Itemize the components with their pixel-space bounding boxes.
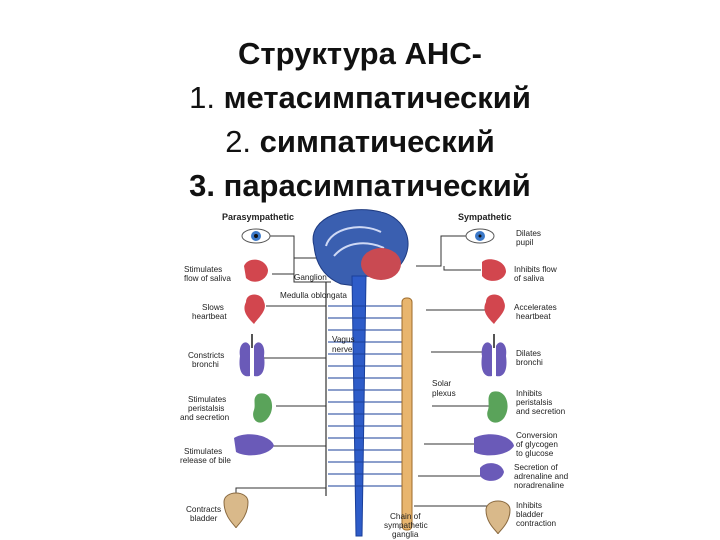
ganglion-label: Ganglion xyxy=(294,273,327,282)
right-stomach-icon xyxy=(487,391,508,423)
medulla-label: Medulla oblongata xyxy=(280,291,347,300)
left-label: heartbeat xyxy=(192,312,227,321)
title-line-3: 2. симпатический xyxy=(0,120,720,164)
solar-label-1: Solar xyxy=(432,379,451,388)
right-label: Secretion of xyxy=(514,463,558,472)
right-label: of saliva xyxy=(514,274,544,283)
nerve-lines xyxy=(235,235,506,507)
right-label: Conversion xyxy=(516,431,558,440)
right-liver-icon xyxy=(474,434,514,456)
right-label: pupil xyxy=(516,238,533,247)
left-labels: Stimulates flow of saliva Slows heartbea… xyxy=(180,265,231,523)
right-label: Inhibits xyxy=(516,389,542,398)
left-label: bronchi xyxy=(192,360,219,369)
left-label: and secretion xyxy=(180,413,230,422)
left-label: flow of saliva xyxy=(184,274,231,283)
right-adrenal-icon xyxy=(480,463,504,481)
item-sympathetic: симпатический xyxy=(259,124,495,159)
ans-diagram: Parasympathetic Sympathetic Ganglion Med… xyxy=(180,209,569,539)
right-eye-icon xyxy=(465,228,495,244)
left-label: Contracts xyxy=(186,505,221,514)
right-label: and secretion xyxy=(516,407,566,416)
left-heart-icon xyxy=(244,294,265,324)
right-label: peristalsis xyxy=(516,398,552,407)
left-lungs-icon xyxy=(239,334,265,377)
left-label: Stimulates xyxy=(184,265,222,274)
item-number-1: 1. xyxy=(189,80,215,115)
brain xyxy=(312,209,409,287)
solar-label-2: plexus xyxy=(432,389,456,398)
right-label: noradrenaline xyxy=(514,481,565,490)
title-line-4: 3. парасимпатический xyxy=(189,168,531,203)
right-label: heartbeat xyxy=(516,312,551,321)
right-label: contraction xyxy=(516,519,556,528)
left-salivary-gland-icon xyxy=(244,259,268,282)
spinal-nerves xyxy=(328,305,406,487)
sympathetic-header: Sympathetic xyxy=(458,212,512,222)
right-label: bronchi xyxy=(516,358,543,367)
right-label: to glucose xyxy=(516,449,554,458)
right-label: of glycogen xyxy=(516,440,558,449)
right-label: adrenaline and xyxy=(514,472,569,481)
right-label: Dilates xyxy=(516,349,541,358)
item-number-2: 2. xyxy=(225,124,252,159)
chain-label-3: ganglia xyxy=(392,530,419,539)
right-lungs-icon xyxy=(481,334,507,377)
right-bladder-icon xyxy=(485,500,511,535)
slide-title: Структура АНС- 1. метасимпатический 2. с… xyxy=(0,32,720,208)
right-label: Inhibits xyxy=(516,501,542,510)
left-stomach-icon xyxy=(253,393,273,423)
left-label: Stimulates xyxy=(184,447,222,456)
right-labels: Dilates pupil Inhibits flow of saliva Ac… xyxy=(514,229,569,528)
parasympathetic-header: Parasympathetic xyxy=(222,212,294,222)
spinal-cord xyxy=(351,275,367,537)
left-label: Stimulates xyxy=(188,395,226,404)
title-line-2: 1. метасимпатический xyxy=(0,76,720,120)
right-salivary-gland-icon xyxy=(482,259,506,281)
chain-label-2: sympathetic xyxy=(384,521,428,530)
vagus-label-1: Vagus xyxy=(332,335,355,344)
vagus-label-2: nerve xyxy=(332,345,353,354)
sympathetic-chain xyxy=(401,297,413,531)
left-bladder-icon xyxy=(223,492,249,529)
left-label: Constricts xyxy=(188,351,224,360)
right-label: Inhibits flow xyxy=(514,265,557,274)
right-heart-icon xyxy=(484,294,505,324)
left-eye-icon xyxy=(241,228,271,244)
right-label: bladder xyxy=(516,510,544,519)
right-label: Dilates xyxy=(516,229,541,238)
right-label: Accelerates xyxy=(514,303,557,312)
left-label: peristalsis xyxy=(188,404,224,413)
left-liver-icon xyxy=(234,434,274,456)
title-line-1: Структура АНС- xyxy=(238,36,482,71)
chain-label-1: Chain of xyxy=(390,512,421,521)
left-label: release of bile xyxy=(180,456,231,465)
left-label: Slows xyxy=(202,303,224,312)
item-metasympathetic: метасимпатический xyxy=(223,80,531,115)
left-label: bladder xyxy=(190,514,218,523)
